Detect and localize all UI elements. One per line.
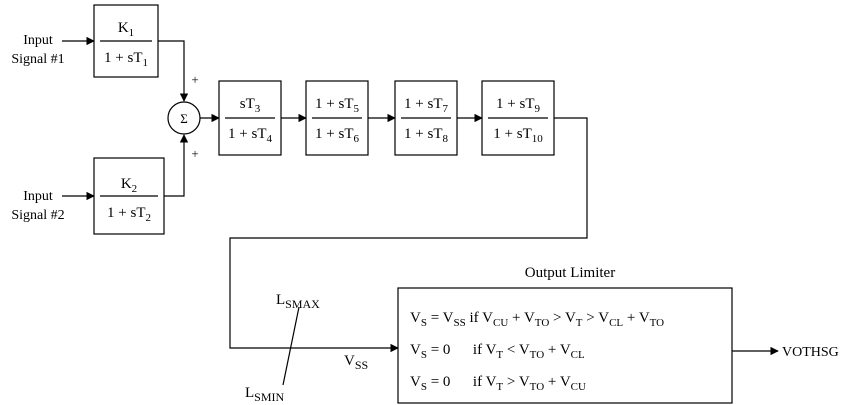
- svg-text:Input: Input: [23, 189, 53, 204]
- limiter-condition-1: VS = VSS if VCU + VTO > VT > VCL + VTO: [410, 310, 664, 329]
- washout-block: sT3 1 + sT4: [218, 80, 282, 156]
- svg-text:sT3: sT3: [240, 96, 261, 115]
- gain-block-k2: K2 1 + sT2: [93, 157, 165, 235]
- leadlag3-to-limiter-line: [229, 117, 588, 353]
- k2-to-summer-line: [164, 134, 189, 197]
- svg-text:Σ: Σ: [180, 111, 188, 126]
- output-label-votsg: VOTHSG: [782, 345, 839, 360]
- svg-text:1 + sT5: 1 + sT5: [315, 96, 359, 115]
- svg-text:1 + sT9: 1 + sT9: [496, 96, 540, 115]
- svg-text:K2: K2: [121, 176, 137, 195]
- limiter-condition-2: VS = 0 if VT < VTO + VCL: [410, 342, 585, 361]
- vss-label: VSS: [344, 353, 368, 372]
- lsmin-label: LSMIN: [245, 385, 285, 404]
- svg-text:LSMIN: LSMIN: [245, 385, 285, 404]
- input-signal-1-label: Input Signal #1: [11, 33, 64, 67]
- svg-text:1 + sT4: 1 + sT4: [228, 126, 272, 145]
- svg-text:1 + sT1: 1 + sT1: [104, 50, 148, 69]
- input-signal-2-label: Input Signal #2: [11, 189, 64, 223]
- output-limiter-block: VS = VSS if VCU + VTO > VT > VCL + VTO V…: [397, 287, 733, 404]
- svg-text:Signal #1: Signal #1: [11, 52, 64, 67]
- svg-text:1 + sT2: 1 + sT2: [107, 205, 151, 224]
- lead-lag-block-3: 1 + sT9 1 + sT10: [481, 80, 555, 156]
- k1-to-summer-line: [158, 40, 189, 102]
- svg-text:VSS: VSS: [344, 353, 368, 372]
- svg-text:Input: Input: [23, 33, 53, 48]
- svg-text:LSMAX: LSMAX: [276, 292, 320, 311]
- lead-lag-block-1: 1 + sT5 1 + sT6: [305, 80, 369, 156]
- summer-sign-bottom: +: [191, 146, 198, 161]
- limiter-condition-3: VS = 0 if VT > VTO + VCU: [410, 374, 586, 393]
- limit-indicator-slash: [282, 306, 300, 386]
- gain-block-k1: K1 1 + sT1: [93, 4, 159, 78]
- svg-text:1 + sT7: 1 + sT7: [404, 96, 448, 115]
- svg-text:1 + sT6: 1 + sT6: [315, 126, 359, 145]
- svg-text:K1: K1: [118, 20, 134, 39]
- lead-lag-block-2: 1 + sT7 1 + sT8: [394, 80, 458, 156]
- svg-text:1 + sT8: 1 + sT8: [404, 126, 448, 145]
- svg-text:Signal #2: Signal #2: [11, 208, 64, 223]
- output-limiter-title: Output Limiter: [525, 265, 615, 281]
- summer-sign-top: +: [191, 72, 198, 87]
- lsmax-label: LSMAX: [276, 292, 320, 311]
- svg-text:1 + sT10: 1 + sT10: [493, 126, 543, 145]
